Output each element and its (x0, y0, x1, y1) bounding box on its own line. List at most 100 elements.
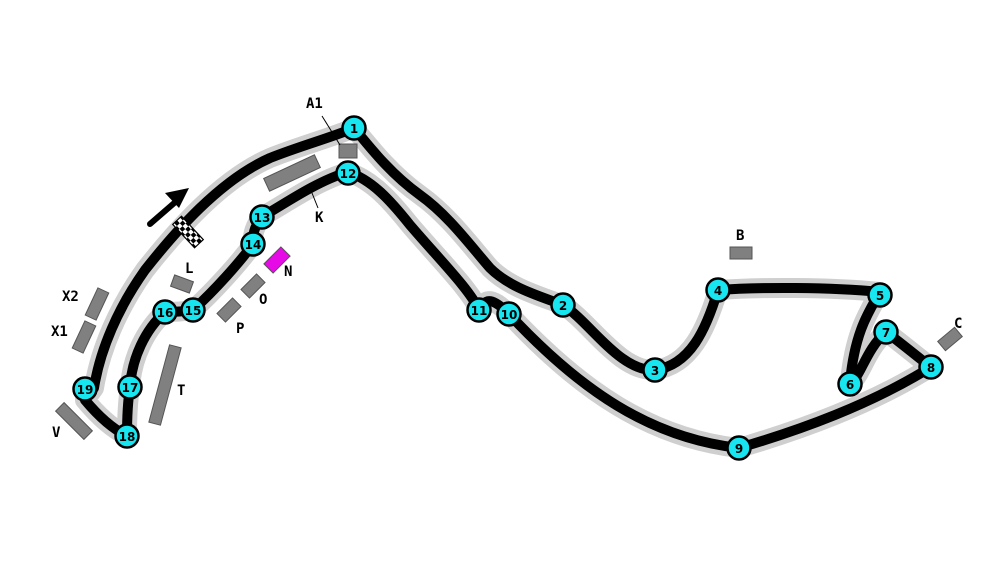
corner-3: 3 (642, 357, 668, 383)
corner-marker-circle (873, 319, 899, 345)
corner-marker-circle (466, 297, 492, 323)
corner-marker-circle (496, 301, 522, 327)
zone-o: O (240, 273, 267, 308)
zone-box (84, 287, 110, 321)
zone-a1: A1 (306, 96, 358, 159)
corner-marker-circle (918, 354, 944, 380)
corner-number: 10 (501, 308, 518, 322)
corner-marker-circle (335, 160, 361, 186)
corner-marker-circle (642, 357, 668, 383)
corner-marker-circle (72, 376, 98, 402)
corner-19: 19 (72, 376, 98, 402)
corner-5: 5 (867, 282, 893, 308)
corner-number: 5 (876, 289, 884, 303)
zone-label: V (52, 425, 61, 441)
corner-number: 8 (927, 361, 935, 375)
corner-12: 12 (335, 160, 361, 186)
corner-number: 1 (350, 122, 358, 136)
zone-box (263, 154, 321, 192)
zone-x1: X1 (51, 320, 97, 354)
zone-label: K (315, 210, 324, 226)
corner-number: 11 (471, 304, 488, 318)
zone-box (148, 344, 182, 426)
corner-number: 3 (651, 364, 659, 378)
corner-number: 17 (122, 381, 139, 395)
corner-1: 1 (341, 115, 367, 141)
zone-label: L (185, 261, 193, 277)
corner-8: 8 (918, 354, 944, 380)
corner-marker-circle (341, 115, 367, 141)
corner-number: 14 (245, 238, 262, 252)
zone-box (54, 401, 94, 441)
corner-16: 16 (152, 299, 178, 325)
zone-label: X2 (62, 289, 79, 305)
corner-number: 18 (119, 430, 136, 444)
corner-15: 15 (180, 297, 206, 323)
start-finish-line (171, 215, 205, 249)
corner-17: 17 (117, 374, 143, 400)
corner-marker-circle (180, 297, 206, 323)
zone-t: T (148, 344, 185, 426)
zone-label: O (259, 292, 267, 308)
zone-label: X1 (51, 324, 68, 340)
chequered-flag-icon (171, 215, 205, 249)
leader-lines (309, 115, 341, 209)
corner-9: 9 (726, 435, 752, 461)
corner-number: 2 (559, 299, 567, 313)
corner-marker-circle (867, 282, 893, 308)
zone-label: C (954, 316, 962, 332)
zone-label: N (284, 264, 292, 280)
zone-b: B (729, 228, 753, 260)
zone-box (169, 274, 195, 294)
corner-6: 6 (837, 371, 863, 397)
zone-p: P (216, 297, 244, 337)
corner-number: 9 (735, 442, 743, 456)
corner-10: 10 (496, 301, 522, 327)
corner-marker-circle (117, 374, 143, 400)
corner-number: 19 (77, 383, 94, 397)
corner-2: 2 (550, 292, 576, 318)
zone-v: V (52, 401, 94, 441)
zone-box (240, 273, 266, 299)
corner-number: 12 (340, 167, 357, 181)
zone-box (71, 320, 97, 354)
corner-number: 13 (254, 211, 271, 225)
zone-box (263, 246, 291, 274)
corner-number: 7 (882, 326, 890, 340)
corner-marker-circle (705, 277, 731, 303)
corner-number: 6 (846, 378, 854, 392)
zone-l: L (169, 261, 195, 294)
zone-box (937, 326, 963, 352)
corner-4: 4 (705, 277, 731, 303)
direction-arrow-icon (147, 188, 189, 227)
leader-line (321, 115, 341, 146)
zone-box (729, 246, 753, 260)
corner-13: 13 (249, 204, 275, 230)
corner-18: 18 (114, 423, 140, 449)
corner-14: 14 (240, 231, 266, 257)
zone-box (216, 297, 242, 323)
leader-line (309, 187, 319, 209)
zone-n: N (263, 246, 292, 280)
corner-11: 11 (466, 297, 492, 323)
corner-number: 4 (714, 284, 722, 298)
zone-box (338, 143, 358, 159)
zone-x2: X2 (62, 287, 110, 321)
corner-marker-circle (249, 204, 275, 230)
zone-label: P (236, 321, 244, 337)
zone-c: C (937, 316, 963, 352)
track (75, 118, 941, 458)
zone-label: B (736, 228, 744, 244)
corner-number: 16 (157, 306, 174, 320)
zone-label: A1 (306, 96, 323, 112)
zone-k: K (263, 154, 324, 226)
track-surface (80, 123, 936, 453)
corner-marker-circle (726, 435, 752, 461)
zone-label: T (177, 383, 185, 399)
corner-marker-circle (152, 299, 178, 325)
corner-marker-circle (550, 292, 576, 318)
corner-marker-circle (837, 371, 863, 397)
corner-marker-circle (114, 423, 140, 449)
